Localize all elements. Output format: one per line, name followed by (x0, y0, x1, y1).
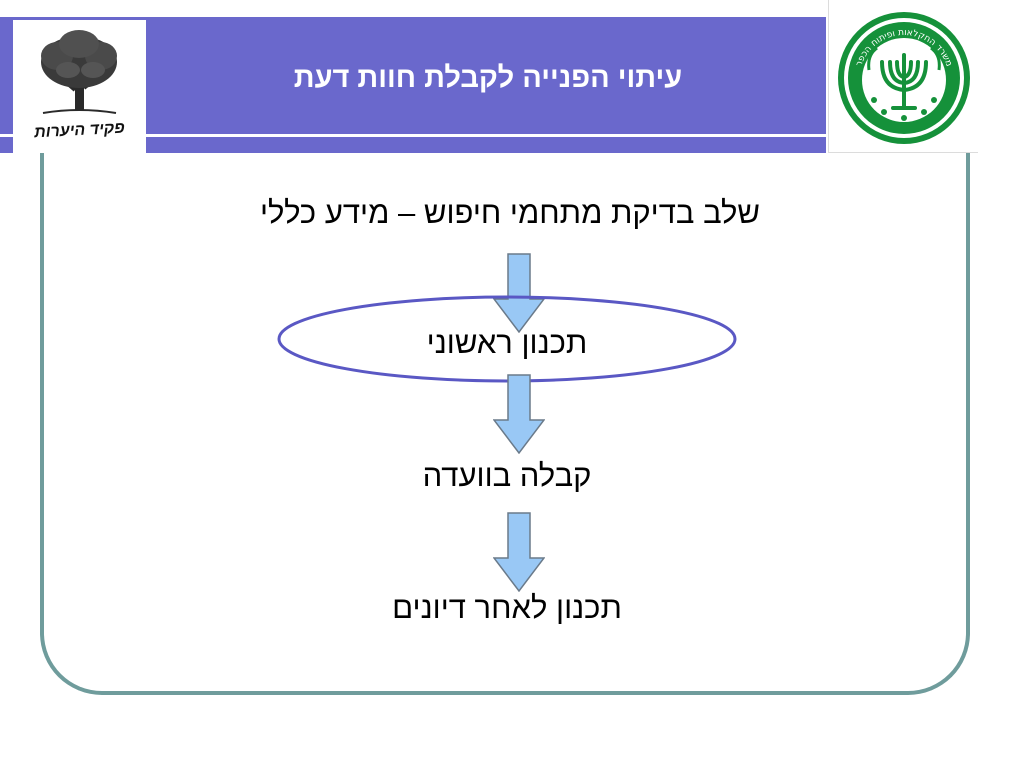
down-arrow-icon (493, 374, 545, 454)
highlight-ellipse (277, 295, 737, 383)
tree-logo-icon (41, 30, 117, 114)
content-frame (40, 120, 970, 695)
flow-step-committee-acceptance: קבלה בוועדה (422, 458, 592, 493)
flow-step-initial-planning: תכנון ראשוני (426, 325, 588, 360)
menorah-seal-icon: משרד החקלאות ופיתוח הכפר (838, 12, 970, 144)
down-arrow-icon (493, 253, 545, 333)
logo-caption: פקיד היערות (33, 119, 126, 142)
forest-service-logo: פקיד היערות (13, 20, 146, 153)
flow-step-search-zones: שלב בדיקת מתחמי חיפוש – מידע כללי (259, 195, 761, 230)
flow-step-post-discussion-planning: תכנון לאחר דיונים (392, 590, 622, 625)
ministry-logo: משרד החקלאות ופיתוח הכפר (828, 0, 978, 153)
page-title: עיתוי הפנייה לקבלת חוות דעת (293, 62, 683, 94)
down-arrow-icon (493, 512, 545, 592)
header-divider (0, 134, 826, 137)
